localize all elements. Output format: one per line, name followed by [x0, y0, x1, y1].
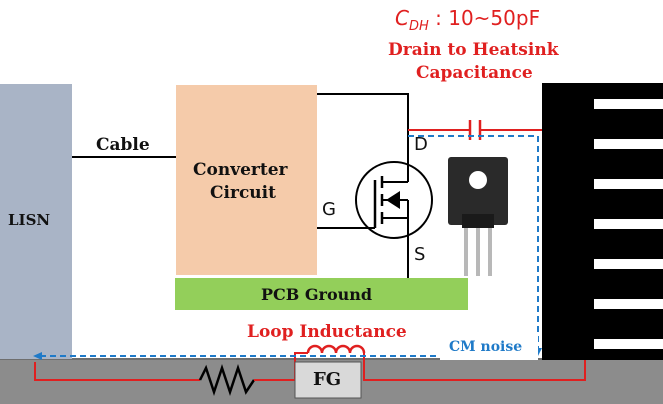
- drain-terminal-label: D: [414, 134, 428, 155]
- source-terminal-label: S: [414, 244, 426, 265]
- pcb-ground-label: PCB Ground: [261, 285, 373, 304]
- loop-inductance-label: Loop Inductance: [247, 322, 407, 342]
- converter-label-line2: Circuit: [210, 183, 276, 203]
- converter-label-line1: Converter: [193, 160, 288, 180]
- cm-noise-label: CM noise: [449, 339, 523, 355]
- fg-label: FG: [313, 369, 342, 390]
- heatsink-graphic: [542, 83, 663, 360]
- converter-circuit-block: [176, 85, 317, 275]
- drain-heatsink-label-line1: Drain to Heatsink: [388, 40, 559, 60]
- cable-label: Cable: [96, 135, 150, 155]
- lisn-block: [0, 84, 72, 359]
- cdh-value-label: CDH : 10~50pF: [395, 6, 541, 34]
- pcb-ground-block: [175, 278, 468, 310]
- gate-terminal-label: G: [322, 199, 336, 220]
- lisn-label: LISN: [8, 211, 51, 229]
- drain-heatsink-label-line2: Capacitance: [416, 63, 533, 83]
